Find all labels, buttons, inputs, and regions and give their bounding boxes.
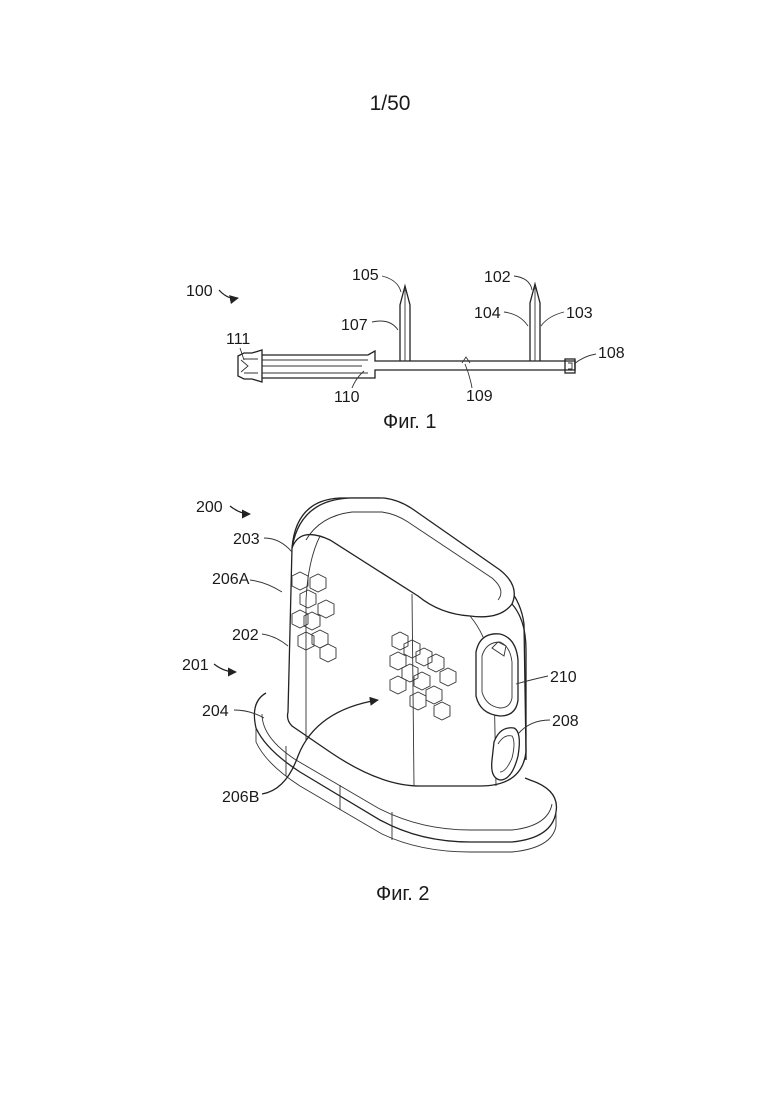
ref-206A: 206A <box>212 571 250 588</box>
ref-210: 210 <box>550 669 577 686</box>
ref-105: 105 <box>352 267 379 284</box>
figure-2-device <box>254 498 556 852</box>
ref-203: 203 <box>233 531 260 548</box>
figure-1-device <box>238 284 575 382</box>
figure-2: 200 203 206A 202 201 204 206B 210 208 Фи… <box>182 498 579 905</box>
ref-109: 109 <box>466 388 493 405</box>
ref-208: 208 <box>552 713 579 730</box>
ref-202: 202 <box>232 627 259 644</box>
ref-206B: 206B <box>222 789 259 806</box>
ref-111: 111 <box>226 331 250 348</box>
ref-201: 201 <box>182 657 209 674</box>
ref-100: 100 <box>186 283 213 300</box>
figure-1-caption: Фиг. 1 <box>383 411 436 433</box>
figure-2-caption: Фиг. 2 <box>376 883 429 905</box>
ref-102: 102 <box>484 269 511 286</box>
ref-200: 200 <box>196 499 223 516</box>
ref-108: 108 <box>598 345 625 362</box>
ref-107: 107 <box>341 317 368 334</box>
ref-104: 104 <box>474 305 501 322</box>
figure-1: 100 111 105 107 110 102 104 103 108 109 … <box>186 267 625 433</box>
ref-204: 204 <box>202 703 229 720</box>
ref-103: 103 <box>566 305 593 322</box>
ref-110: 110 <box>334 389 360 406</box>
